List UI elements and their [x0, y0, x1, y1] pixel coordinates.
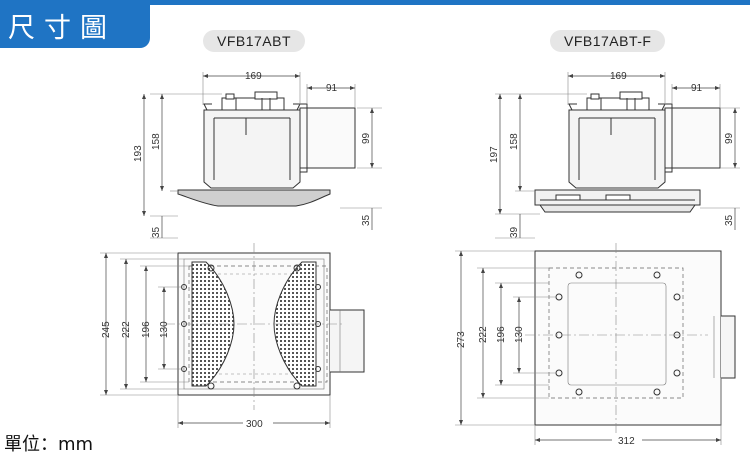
right-bottom-view: [455, 243, 736, 445]
dim-right-duct-offset: 35: [724, 214, 735, 226]
left-bottom-view: [100, 243, 365, 428]
right-side-view: [495, 72, 740, 239]
dim-left-duct: 91: [326, 83, 338, 94]
dim-left-opening: 130: [159, 321, 170, 338]
title-tab: 尺寸圖: [0, 0, 150, 48]
model-label-right: VFB17ABT-F: [550, 30, 666, 52]
dim-right-inner: 196: [496, 326, 507, 343]
model-label-left: VFB17ABT: [203, 30, 306, 52]
dim-right-bottom-width: 312: [618, 436, 635, 447]
dim-left-total-height: 193: [133, 145, 144, 162]
dim-right-mount: 222: [478, 326, 489, 343]
dim-left-inner: 196: [141, 321, 152, 338]
dim-right-width: 169: [610, 71, 627, 82]
dim-left-flange: 35: [151, 226, 162, 238]
dim-right-outer: 273: [456, 331, 467, 348]
dim-left-body-height: 158: [151, 133, 162, 150]
dim-left-duct-height: 99: [361, 132, 372, 144]
dim-left-width: 169: [245, 71, 262, 82]
dim-right-duct: 91: [691, 83, 703, 94]
dim-right-body-height: 158: [509, 133, 520, 150]
dim-right-flange: 39: [509, 226, 520, 238]
left-side-view: [142, 72, 382, 239]
dim-right-duct-height: 99: [724, 132, 735, 144]
dim-left-outer: 245: [101, 321, 112, 338]
dim-right-opening: 130: [514, 326, 525, 343]
header-bar: [0, 0, 750, 5]
page-title: 尺寸圖: [8, 13, 116, 44]
unit-label: 單位：mm: [4, 434, 94, 455]
dim-left-bottom-width: 300: [246, 419, 263, 430]
dim-right-total-height: 197: [489, 146, 500, 163]
dim-left-mount: 222: [121, 321, 132, 338]
dim-left-duct-offset: 35: [361, 214, 372, 226]
